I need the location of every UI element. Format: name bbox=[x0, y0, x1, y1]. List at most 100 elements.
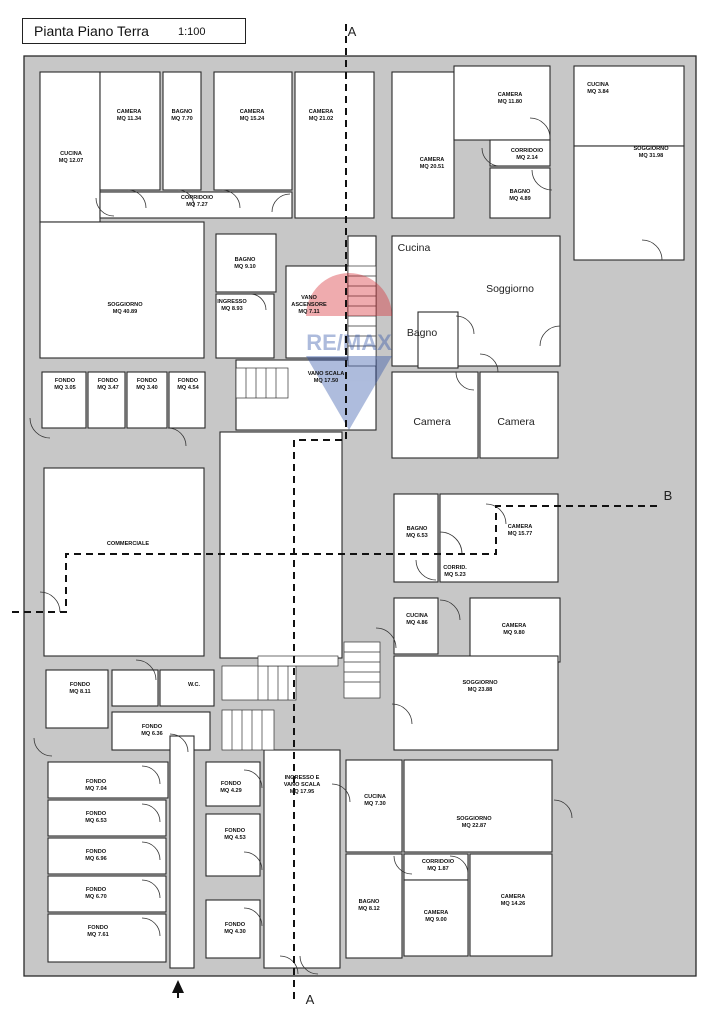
room-label-camera-1524-line-2: MQ 15.24 bbox=[240, 116, 265, 122]
room-label-fondo-453-line-1: FONDO bbox=[225, 828, 246, 834]
room-label-soggiorno-4089-line-2: MQ 40.89 bbox=[113, 309, 138, 315]
room-label-corridoio-187-line-1: CORRIDOIO bbox=[422, 859, 455, 865]
stairs bbox=[221, 265, 381, 751]
room-label-fondo-636-line-1: FONDO bbox=[142, 724, 163, 730]
room-label-camera-1577-line-2: MQ 15.77 bbox=[508, 531, 533, 537]
room-label-fondo-811-line-1: FONDO bbox=[70, 682, 91, 688]
room-label-camera-1180-line-1: CAMERA bbox=[498, 92, 523, 98]
room-label-corridoio-214-line-1: CORRIDOIO bbox=[511, 148, 544, 154]
room-label-fondo-454-line-1: FONDO bbox=[178, 378, 199, 384]
room-label-bagno-489-line-2: MQ 4.89 bbox=[509, 196, 530, 202]
room-label-bagno-489-line-1: BAGNO bbox=[510, 189, 531, 195]
room-label-soggiorno-4089-line-1: SOGGIORNO bbox=[107, 302, 143, 308]
room-label-camera-1426-line-1: CAMERA bbox=[501, 894, 526, 900]
room-label-camera-1524-line-1: CAMERA bbox=[240, 109, 265, 115]
room-label-fondo-704-line-2: MQ 7.04 bbox=[85, 786, 107, 792]
room-label-cucina-730-line-2: MQ 7.30 bbox=[364, 801, 385, 807]
room-label-camera-1577-line-1: CAMERA bbox=[508, 524, 533, 530]
room-label-cucina-486-line-1: CUCINA bbox=[406, 613, 428, 619]
room-label-soggiorno-2287-line-1: SOGGIORNO bbox=[456, 816, 492, 822]
room-label-commerciale-line-1: COMMERCIALE bbox=[107, 541, 150, 547]
room-label-vano-ascensore-line-2: ASCENSORE bbox=[291, 302, 327, 308]
room-label-fondo-347-line-2: MQ 3.47 bbox=[97, 385, 118, 391]
room-label-fondo-340-line-2: MQ 3.40 bbox=[136, 385, 157, 391]
room-label-fondo-305-line-1: FONDO bbox=[55, 378, 76, 384]
room-label-fondo-670-line-1: FONDO bbox=[86, 887, 107, 893]
plan-scale: 1:100 bbox=[178, 26, 206, 38]
room-label-soggiorno-2388-line-1: SOGGIORNO bbox=[462, 680, 498, 686]
room-label-wc-line-1: W.C. bbox=[188, 682, 201, 688]
room-label-fondo-653-line-2: MQ 6.53 bbox=[85, 818, 106, 824]
room-label-bagno-653-line-1: BAGNO bbox=[407, 526, 428, 532]
room-label-fondo-454-line-2: MQ 4.54 bbox=[177, 385, 199, 391]
room-label-ingresso-893-line-2: MQ 8.93 bbox=[221, 306, 242, 312]
room-label-fondo-305-line-2: MQ 3.05 bbox=[54, 385, 75, 391]
section-mark-b: B bbox=[664, 488, 673, 503]
room-label-camera-1426-line-2: MQ 14.26 bbox=[501, 901, 526, 907]
room-label-fondo-696-line-2: MQ 6.96 bbox=[85, 856, 106, 862]
room-label-camera-980-line-1: CAMERA bbox=[502, 623, 527, 629]
room-label-corridoio-214-line-2: MQ 2.14 bbox=[516, 155, 538, 161]
room-label-fondo-636-line-2: MQ 6.36 bbox=[141, 731, 162, 737]
room-label-cucina-384-line-1: CUCINA bbox=[587, 82, 609, 88]
room-label-camera-2102-line-1: CAMERA bbox=[309, 109, 334, 115]
label-cucina-big: Cucina bbox=[398, 242, 431, 254]
room-label-fondo-453-line-2: MQ 4.53 bbox=[224, 835, 245, 841]
room-label-soggiorno-2287-line-2: MQ 22.87 bbox=[462, 823, 487, 829]
section-mark-a-top: A bbox=[348, 24, 357, 39]
room-label-camera-900-line-2: MQ 9.00 bbox=[425, 917, 446, 923]
room-label-bagno-770-line-1: BAGNO bbox=[172, 109, 193, 115]
title-box bbox=[22, 18, 246, 44]
room-label-fondo-704-line-1: FONDO bbox=[86, 779, 107, 785]
room-label-fondo-761-line-2: MQ 7.61 bbox=[87, 932, 108, 938]
room-label-camera-900-line-1: CAMERA bbox=[424, 910, 449, 916]
room-label-vano-ascensore-line-1: VANO bbox=[301, 295, 317, 301]
room-label-camera-2051-line-1: CAMERA bbox=[420, 157, 445, 163]
room-label-fondo-347-line-1: FONDO bbox=[98, 378, 119, 384]
room-label-vano-ascensore-line-3: MQ 7.11 bbox=[298, 309, 319, 315]
room-label-vano-scala-1750-line-1: VANO SCALA bbox=[308, 371, 345, 377]
room-label-cucina-730-line-1: CUCINA bbox=[364, 794, 386, 800]
room-label-corridoio-727-line-1: CORRIDOIO bbox=[181, 195, 214, 201]
room-label-camera-1134-line-1: CAMERA bbox=[117, 109, 142, 115]
plan-title: Pianta Piano Terra bbox=[34, 23, 149, 39]
room-label-bagno-910-line-1: BAGNO bbox=[235, 257, 256, 263]
room-label-fondo-653-line-1: FONDO bbox=[86, 811, 107, 817]
room-label-bagno-812-line-1: BAGNO bbox=[359, 899, 380, 905]
room-label-ingresso-vano-scala-line-1: INGRESSO E bbox=[285, 775, 320, 781]
room-label-camera-980-line-2: MQ 9.80 bbox=[503, 630, 524, 636]
room-label-soggiorno-2388-line-2: MQ 23.88 bbox=[468, 687, 493, 693]
room-label-camera-2051-line-2: MQ 20.51 bbox=[420, 164, 445, 170]
watermark-text: RE/MAX bbox=[306, 330, 392, 355]
doors bbox=[29, 117, 663, 975]
room-label-bagno-770-line-2: MQ 7.70 bbox=[171, 116, 192, 122]
room-label-ingresso-893-line-1: INGRESSO bbox=[217, 299, 247, 305]
label-camera-big-left: Camera bbox=[413, 416, 451, 428]
room-label-fondo-429-line-1: FONDO bbox=[221, 781, 242, 787]
label-camera-big-right: Camera bbox=[497, 416, 535, 428]
room-label-ingresso-vano-scala-line-2: VANO SCALA bbox=[284, 782, 321, 788]
room-label-vano-scala-1750-line-2: MQ 17.50 bbox=[314, 378, 339, 384]
room-label-cucina-1207-line-1: CUCINA bbox=[60, 151, 82, 157]
watermark-logo: RE/MAX bbox=[306, 273, 392, 430]
room-label-bagno-653-line-2: MQ 6.53 bbox=[406, 533, 427, 539]
room-label-fondo-430-line-1: FONDO bbox=[225, 922, 246, 928]
room-label-fondo-696-line-1: FONDO bbox=[86, 849, 107, 855]
room-areas bbox=[39, 65, 685, 969]
room-label-fondo-429-line-2: MQ 4.29 bbox=[220, 788, 241, 794]
label-soggiorno-big: Soggiorno bbox=[486, 283, 534, 295]
room-label-fondo-761-line-1: FONDO bbox=[88, 925, 109, 931]
room-label-corridoio-727-line-2: MQ 7.27 bbox=[186, 202, 207, 208]
room-label-corrid-523-line-1: CORRID. bbox=[443, 565, 467, 571]
room-label-corrid-523-line-2: MQ 5.23 bbox=[444, 572, 465, 578]
room-label-bagno-910-line-2: MQ 9.10 bbox=[234, 264, 255, 270]
section-mark-a-bottom: A bbox=[306, 992, 315, 1007]
section-lines bbox=[12, 24, 660, 1000]
room-label-soggiorno-3198-line-2: MQ 31.98 bbox=[639, 153, 664, 159]
room-label-fondo-670-line-2: MQ 6.70 bbox=[85, 894, 106, 900]
room-label-camera-1180-line-2: MQ 11.80 bbox=[498, 99, 522, 105]
room-label-soggiorno-3198-line-1: SOGGIORNO bbox=[633, 146, 669, 152]
room-label-cucina-1207-line-2: MQ 12.07 bbox=[59, 158, 84, 164]
